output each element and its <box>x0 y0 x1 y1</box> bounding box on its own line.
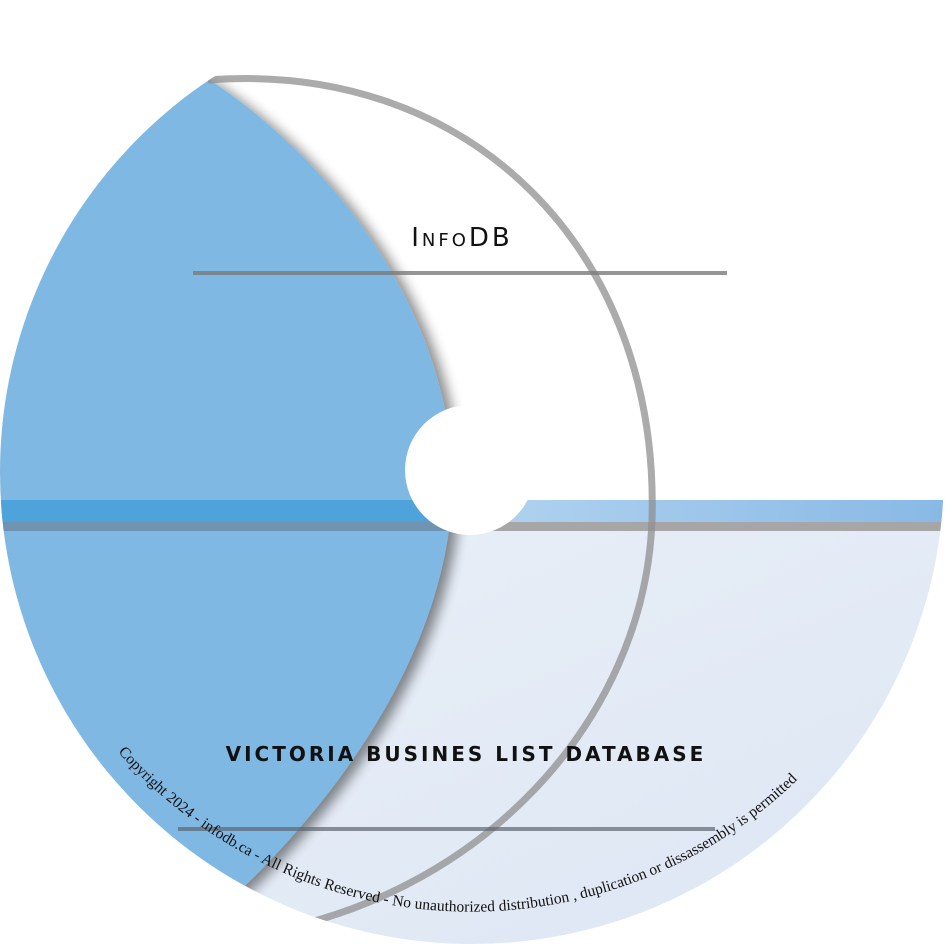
brand-title: InfoDB <box>411 223 513 253</box>
product-title: VICTORIA BUSINES LIST DATABASE <box>226 742 707 766</box>
band-right <box>470 500 944 522</box>
band-left <box>0 500 450 522</box>
band-left-shadow <box>0 522 450 531</box>
grey-ring-arc <box>207 75 656 939</box>
band-right-shadow <box>470 522 944 531</box>
center-hole <box>405 405 535 535</box>
blue-lens-shape <box>0 0 453 944</box>
